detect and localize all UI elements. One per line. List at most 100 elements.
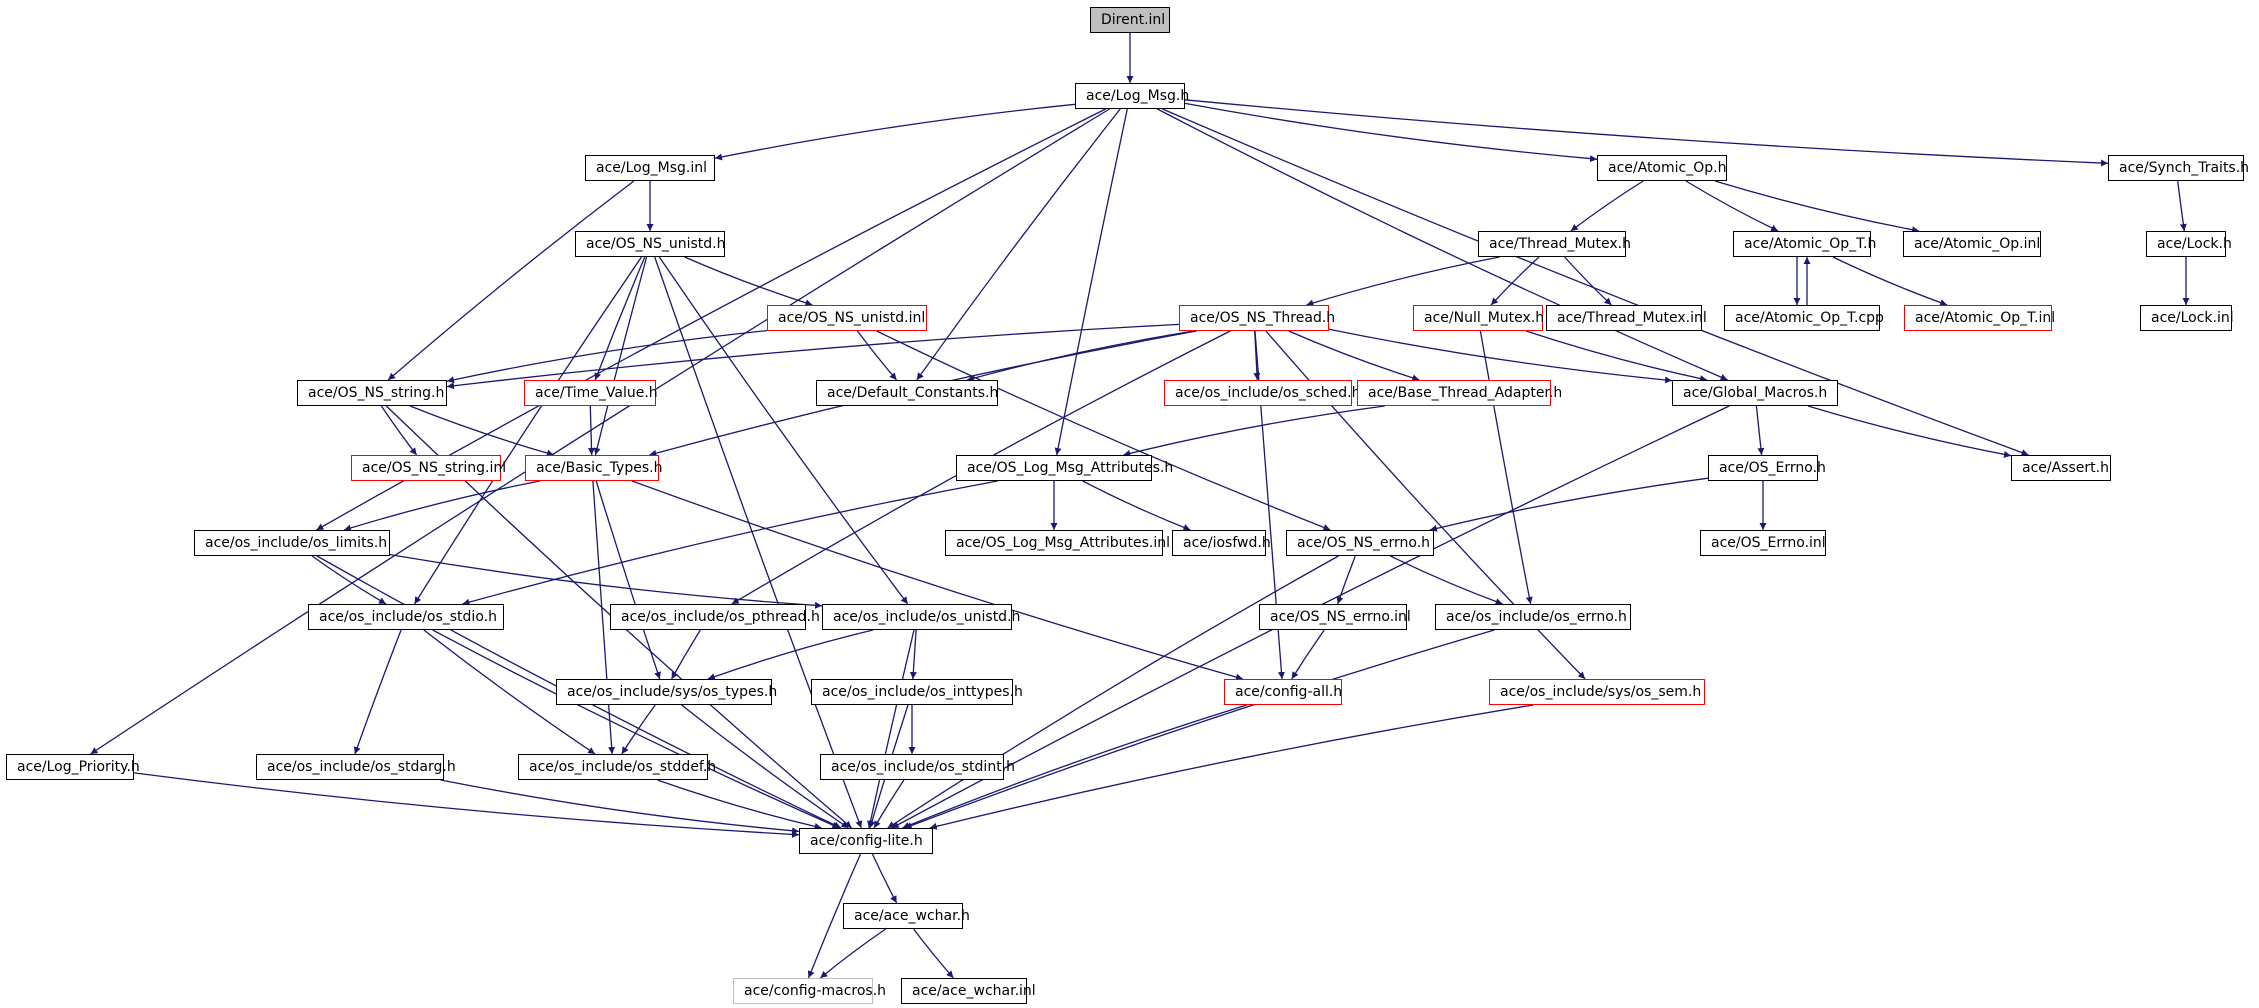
edge-n04-n09 [2177, 180, 2187, 232]
graph-node-n11[interactable]: ace/OS_NS_Thread.h [1179, 305, 1335, 331]
edge-n05-n18 [594, 256, 646, 381]
graph-node-n42[interactable]: ace/Log_Priority.h [6, 754, 140, 780]
edge-n24-n40 [631, 480, 1244, 681]
edge-n24-n44 [592, 480, 616, 755]
graph-node-n31[interactable]: ace/OS_NS_errno.h [1286, 530, 1434, 556]
edge-n22-n27 [1807, 405, 2012, 458]
graph-node-n07[interactable]: ace/Atomic_Op_T.h [1733, 231, 1876, 257]
edge-n11-n21 [1288, 330, 1420, 382]
graph-node-n30[interactable]: ace/iosfwd.h [1172, 530, 1271, 556]
graph-node-n40[interactable]: ace/config-all.h [1224, 679, 1342, 705]
graph-node-n16[interactable]: ace/Lock.inl [2140, 305, 2234, 331]
graph-node-n45[interactable]: ace/os_include/os_stdint.h [820, 754, 1015, 780]
edge-n10-n31 [876, 330, 1331, 531]
graph-node-n35[interactable]: ace/os_include/os_unistd.h [822, 604, 1020, 630]
edge-n36-n40 [1291, 629, 1325, 680]
edge-n37-n46 [904, 629, 1495, 829]
graph-node-n47[interactable]: ace/ace_wchar.h [843, 903, 970, 929]
graph-node-n29[interactable]: ace/OS_Log_Msg_Attributes.inl [945, 530, 1170, 556]
edge-n22-n26 [1755, 405, 1765, 456]
graph-node-n10[interactable]: ace/OS_NS_unistd.inl [767, 305, 927, 331]
graph-node-n12[interactable]: ace/Null_Mutex.h [1413, 305, 1544, 331]
graph-node-n04[interactable]: ace/Synch_Traits.h [2108, 155, 2249, 181]
graph-node-n37[interactable]: ace/os_include/os_errno.h [1435, 604, 1631, 630]
graph-node-n02[interactable]: ace/Log_Msg.inl [585, 155, 715, 181]
graph-node-n03[interactable]: ace/Atomic_Op.h [1597, 155, 1727, 181]
edge-n35-n38 [707, 629, 874, 680]
edge-n47-n48 [819, 928, 887, 979]
edge-n03-n06 [1570, 180, 1644, 232]
edge-n05-n10 [684, 256, 813, 307]
edge-n42-n46 [133, 772, 800, 838]
edge-n10-n19 [856, 330, 898, 381]
graph-node-n14[interactable]: ace/Atomic_Op_T.cpp [1724, 305, 1884, 331]
edge-n38-n46 [681, 704, 849, 829]
edge-n28-n35 [389, 553, 823, 609]
edge-n05-n46 [654, 256, 863, 829]
graph-node-n00: Dirent.inl [1090, 7, 1170, 33]
edge-n47-n49 [913, 928, 954, 979]
graph-node-n43[interactable]: ace/os_include/os_stdarg.h [256, 754, 456, 780]
edge-n26-n31 [1429, 477, 1709, 532]
edge-n01-n22 [1157, 108, 1728, 381]
graph-node-n36[interactable]: ace/OS_NS_errno.inl [1259, 604, 1411, 630]
edge-n01-n42 [90, 108, 1110, 755]
graph-node-n09[interactable]: ace/Lock.h [2146, 231, 2232, 257]
graph-node-n44[interactable]: ace/os_include/os_stddef.h [518, 754, 716, 780]
edge-n33-n44 [423, 629, 596, 755]
edge-n38-n44 [621, 704, 656, 755]
graph-node-n24[interactable]: ace/Basic_Types.h [525, 455, 662, 481]
edge-n25-n30 [1082, 480, 1191, 531]
graph-node-n46[interactable]: ace/config-lite.h [799, 828, 933, 854]
edge-n17-n24 [409, 405, 555, 457]
graph-node-n01[interactable]: ace/Log_Msg.h [1075, 83, 1189, 109]
graph-node-n08[interactable]: ace/Atomic_Op.inl [1903, 231, 2041, 257]
edge-n41-n46 [929, 704, 1534, 830]
graph-node-n41[interactable]: ace/os_include/sys/os_sem.h [1489, 679, 1705, 705]
graph-node-n23[interactable]: ace/OS_NS_string.inl [351, 455, 506, 481]
edge-n11-n17 [446, 323, 1180, 390]
graph-node-n06[interactable]: ace/Thread_Mutex.h [1478, 231, 1631, 257]
graph-node-n33[interactable]: ace/os_include/os_stdio.h [308, 604, 504, 630]
graph-node-n21[interactable]: ace/Base_Thread_Adapter.h [1357, 380, 1562, 406]
graph-node-n38[interactable]: ace/os_include/sys/os_types.h [556, 679, 777, 705]
edge-n03-n07 [1685, 180, 1779, 232]
graph-node-n22[interactable]: ace/Global_Macros.h [1672, 380, 1838, 406]
edge-n35-n46 [867, 629, 915, 829]
edge-n05-n24 [593, 256, 648, 456]
edge-n06-n12 [1490, 256, 1540, 306]
graph-node-n48[interactable]: ace/config-macros.h [733, 978, 886, 1004]
edge-n01-n19 [916, 108, 1121, 381]
edge-n02-n17 [387, 180, 635, 381]
edge-n31-n36 [1336, 555, 1356, 605]
graph-node-n15[interactable]: ace/Atomic_Op_T.inl [1904, 305, 2055, 331]
graph-node-n39[interactable]: ace/os_include/os_inttypes.h [811, 679, 1023, 705]
edge-n01-n02 [714, 103, 1076, 161]
graph-node-n25[interactable]: ace/OS_Log_Msg_Attributes.h [956, 455, 1173, 481]
edge-n21-n25 [1123, 405, 1385, 457]
edge-n40-n46 [902, 704, 1247, 829]
edge-n11-n41 [1265, 330, 1586, 680]
graph-node-n34[interactable]: ace/os_include/os_pthread.h [610, 604, 820, 630]
edge-n45-n46 [873, 779, 905, 829]
edge-n18-n24 [588, 405, 595, 456]
graph-node-n26[interactable]: ace/OS_Errno.h [1708, 455, 1826, 481]
edge-n31-n46 [887, 555, 1339, 829]
graph-node-n13[interactable]: ace/Thread_Mutex.inl [1546, 305, 1707, 331]
edge-n35-n39 [909, 629, 917, 680]
graph-node-n05[interactable]: ace/OS_NS_unistd.h [575, 231, 726, 257]
graph-node-n27[interactable]: ace/Assert.h [2011, 455, 2111, 481]
edge-n07-n15 [1832, 256, 1948, 306]
edge-n12-n22 [1525, 330, 1708, 382]
graph-node-n32[interactable]: ace/OS_Errno.inl [1700, 530, 1826, 556]
graph-node-n49[interactable]: ace/ace_wchar.inl [901, 978, 1036, 1004]
graph-node-n28[interactable]: ace/os_include/os_limits.h [194, 530, 390, 556]
graph-node-n20[interactable]: ace/os_include/os_sched.h [1164, 380, 1360, 406]
edge-n06-n13 [1564, 256, 1612, 306]
edge-n33-n46 [432, 629, 840, 829]
graph-node-n18[interactable]: ace/Time_Value.h [524, 380, 658, 406]
graph-node-n17[interactable]: ace/OS_NS_string.h [297, 380, 447, 406]
edge-n43-n46 [440, 779, 800, 835]
graph-node-n19[interactable]: ace/Default_Constants.h [816, 380, 998, 406]
